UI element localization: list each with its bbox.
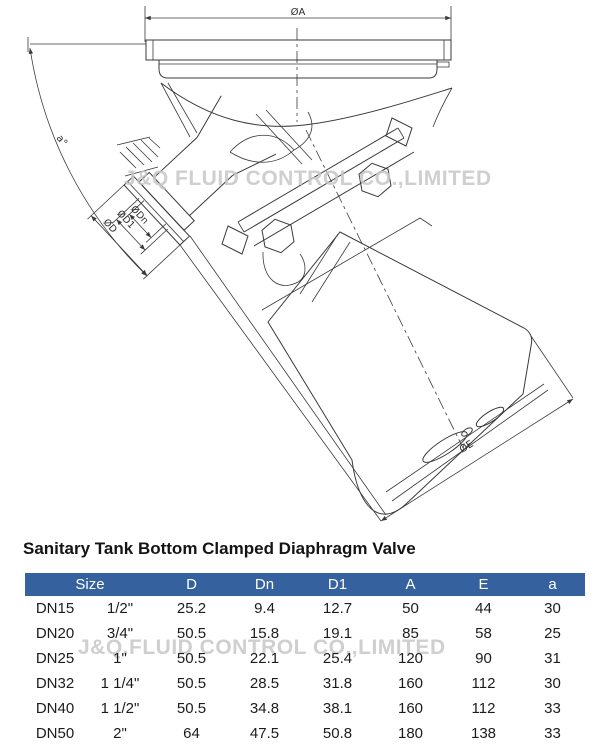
dim-label-angle: a° [54,133,70,149]
table-cell: 1 1/2" [100,700,140,717]
header-a: A [405,576,416,593]
table-cell: 50.8 [322,725,353,742]
header-e: E [478,576,489,593]
table-cell: 112 [471,700,496,717]
table-cell: 33 [544,700,561,717]
dimension-dia-e: ØE [179,235,574,522]
header-dn: Dn [254,576,275,593]
dimension-table: Size D Dn D1 A E a DN15 1/2" 25.2 9.4 12.7 50… [25,573,585,746]
table-cell: 50.5 [176,625,207,642]
table-cell: 64 [183,725,200,742]
table-cell: 1 1/4" [100,675,140,692]
table-row: DN50 2" 64 47.5 50.8 180 138 33 [25,721,585,746]
table-cell: DN50 [35,725,75,742]
watermark-table: J&Q.FLUID CONTROL CO.,LIMITED [78,636,446,659]
table-cell: 1/2" [106,600,134,617]
tank-flange [145,28,452,122]
table-cell: 47.5 [249,725,280,742]
table-cell: 90 [475,650,492,667]
table-cell: 34.8 [249,700,280,717]
hex-nut-upper [358,162,392,198]
table-cell: 25 [544,625,561,642]
table-cell: 12.7 [322,600,353,617]
dim-label-dia-a: ØA [291,6,306,18]
header-size: Size [75,576,105,593]
valve-technical-drawing: ØA a° ØDn [27,6,574,522]
table-cell: 58 [475,625,492,642]
angle-dimension: a° [27,37,148,277]
outlet-ferrule: ØDn ØD1 ØD [87,95,277,280]
table-cell: DN40 [35,700,75,717]
table-cell: 1" [113,650,127,667]
table-cell: 25.4 [322,650,353,667]
table-header-row: Size D Dn D1 A E a [25,573,585,596]
header-d1: D1 [327,576,348,593]
table-cell: 9.4 [254,600,275,617]
table-row: DN15 1/2" 25.2 9.4 12.7 50 44 30 [25,596,585,621]
valve-body [160,82,464,449]
header-d: D [186,576,197,593]
table-cell: DN25 [35,650,75,667]
actuator [267,231,549,515]
table-cell: 50.5 [176,650,207,667]
table-cell: 3/4" [106,625,134,642]
header-angle: a [548,576,557,593]
table-cell: 50.5 [176,700,207,717]
table-cell: 44 [475,600,492,617]
table-cell: 160 [397,675,424,692]
table-cell: 2" [113,725,127,742]
table-cell: 120 [397,650,424,667]
table-cell: 112 [471,675,496,692]
watermark-diagram: J&Q FLUID CONTROL CO.,LIMITED [124,167,492,190]
hex-nut-lower [261,218,295,254]
table-cell: DN20 [35,625,75,642]
table-cell: DN32 [35,675,75,692]
table-cell: 31.8 [322,675,353,692]
sheet-title: Sanitary Tank Bottom Clamped Diaphragm V… [23,539,416,558]
table-cell: 30 [544,600,561,617]
table-cell: 31 [544,650,561,667]
table-cell: 15.8 [249,625,280,642]
table-row: DN20 3/4" 50.5 15.8 19.1 85 58 25 [25,621,585,646]
table-row: DN25 1" 50.5 22.1 25.4 120 90 31 [25,646,585,671]
table-cell: 50 [402,600,419,617]
table-cell: 138 [470,725,497,742]
table-cell: DN15 [35,600,75,617]
table-cell: 50.5 [176,675,207,692]
table-cell: 22.1 [249,650,280,667]
hatch-section [116,136,161,177]
table-row: DN40 1 1/2" 50.5 34.8 38.1 160 112 33 [25,696,585,721]
bonnet-assembly [221,117,433,311]
table-cell: 19.1 [322,625,353,642]
table-cell: 85 [402,625,419,642]
table-row: DN32 1 1/4" 50.5 28.5 31.8 160 112 30 [25,671,585,696]
table-cell: 30 [544,675,561,692]
table-cell: 38.1 [322,700,353,717]
table-cell: 28.5 [249,675,280,692]
table-cell: 33 [544,725,561,742]
dimension-dia-a: ØA [144,6,452,42]
table-cell: 160 [397,700,424,717]
table-cell: 180 [397,725,424,742]
table-cell: 25.2 [176,600,207,617]
